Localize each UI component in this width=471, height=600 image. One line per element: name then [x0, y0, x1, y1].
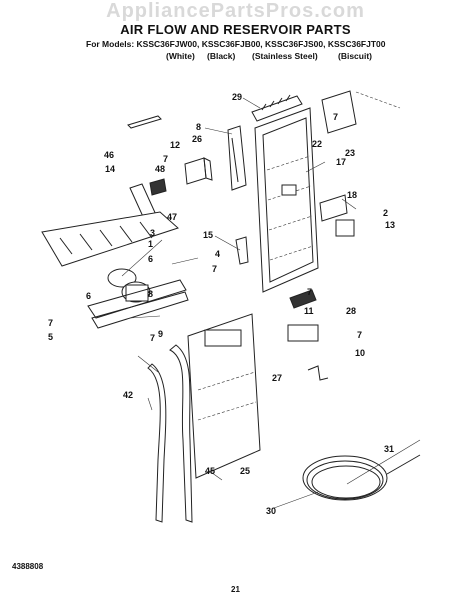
callout-31: 31: [384, 444, 394, 454]
callout-13: 13: [385, 220, 395, 230]
callout-14: 14: [105, 164, 115, 174]
callout-8b: 8: [148, 289, 153, 299]
callout-11: 11: [304, 306, 314, 316]
callout-47: 47: [167, 212, 177, 222]
page-number: 21: [231, 585, 240, 594]
callout-42: 42: [123, 390, 133, 400]
callout-23: 23: [345, 148, 355, 158]
part-23-plate: [321, 90, 401, 134]
callout-6b: 6: [86, 291, 91, 301]
callout-7c: 7: [212, 264, 217, 274]
part-48-pad: [149, 178, 167, 196]
callout-9: 9: [158, 329, 163, 339]
callout-46: 46: [104, 150, 114, 160]
watermark: AppliancePartsPros.com: [106, 0, 365, 22]
callout-7e: 7: [150, 333, 155, 343]
callout-12: 12: [170, 140, 180, 150]
callout-7b: 7: [333, 112, 338, 122]
callout-48: 48: [155, 164, 165, 174]
leader-lines: [121, 97, 421, 509]
variant-biscuit: (Biscuit): [338, 51, 372, 61]
part-30-tubing: [302, 454, 421, 501]
variant-white: (White): [166, 51, 195, 61]
callout-17: 17: [336, 157, 346, 167]
callout-4: 4: [215, 249, 220, 259]
callout-7a: 7: [163, 154, 168, 164]
variant-black: (Black): [207, 51, 236, 61]
model-list: For Models: KSSC36FJW00, KSSC36FJB00, KS…: [86, 39, 386, 49]
part-25-lower-panel: [187, 313, 261, 479]
part-18-damper: [319, 194, 355, 237]
part-17-panel: [254, 107, 319, 293]
part-47-base: [41, 211, 179, 267]
callout-3: 3: [150, 228, 155, 238]
callout-7f: 7: [307, 287, 312, 297]
part-12-strip: [127, 115, 162, 129]
callout-29: 29: [232, 92, 242, 102]
callout-25: 25: [240, 466, 250, 476]
part-8-duct: [227, 125, 247, 191]
callout-6a: 6: [148, 254, 153, 264]
callout-7d: 7: [48, 318, 53, 328]
callout-15: 15: [203, 230, 213, 240]
callout-1: 1: [148, 239, 153, 249]
callout-labels: 29 8 26 12 46 7 48 22 23 7 17 14 18 2 13…: [48, 92, 395, 516]
callout-28: 28: [346, 306, 356, 316]
part-15-bracket: [235, 236, 249, 265]
part-28-box: [287, 289, 319, 342]
callout-45: 45: [205, 466, 215, 476]
callout-5: 5: [48, 332, 53, 342]
callout-27: 27: [272, 373, 282, 383]
callout-26: 26: [192, 134, 202, 144]
doc-number: 4388808: [12, 562, 44, 571]
variant-stainless: (Stainless Steel): [252, 51, 318, 61]
diagram-title: AIR FLOW AND RESERVOIR PARTS: [120, 22, 351, 37]
part-26-box: [184, 157, 213, 185]
callout-22: 22: [312, 139, 322, 149]
part-10-clip: [307, 365, 329, 381]
part-1-fan-motor: [107, 268, 151, 303]
callout-7g: 7: [357, 330, 362, 340]
part-45-duct: [147, 344, 193, 523]
part-29-grille: [251, 94, 303, 122]
callout-2: 2: [383, 208, 388, 218]
callout-10: 10: [355, 348, 365, 358]
callout-18: 18: [347, 190, 357, 200]
callout-30: 30: [266, 506, 276, 516]
part-5-frame: [87, 279, 189, 329]
callout-8: 8: [196, 122, 201, 132]
